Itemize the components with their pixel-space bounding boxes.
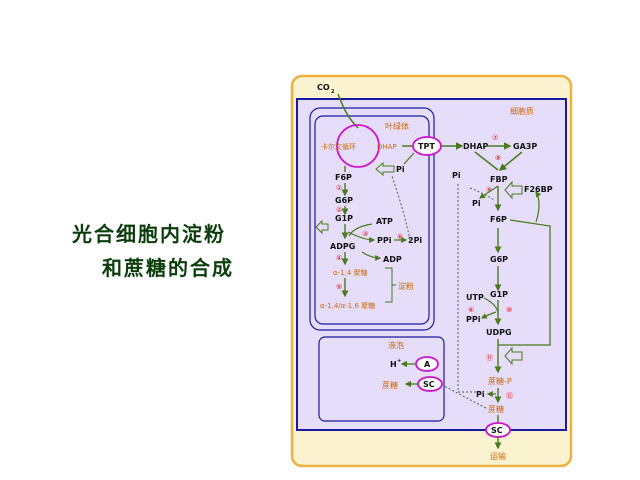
pi-dotted-mid bbox=[469, 187, 495, 201]
co2-label: CO bbox=[317, 83, 330, 92]
step-6-cytosol: ⑥ bbox=[468, 306, 474, 314]
vacuole bbox=[318, 336, 445, 422]
sucrose-to-vacuole-dotted bbox=[443, 385, 487, 409]
step-4: ④ bbox=[336, 254, 342, 262]
fbp-to-pi bbox=[479, 185, 499, 199]
step-6-chloroplast: ⑥ bbox=[397, 233, 403, 241]
calvin-cycle-circle bbox=[336, 124, 380, 168]
chloroplast-outer bbox=[309, 107, 435, 331]
step-11: ⑪ bbox=[486, 354, 493, 362]
f6p-bypass-line bbox=[498, 219, 551, 346]
pi-chloroplast-label: Pi bbox=[396, 165, 405, 174]
ga3p-label: GA3P bbox=[513, 142, 537, 151]
step-5: ⑤ bbox=[336, 283, 342, 291]
adpg-label: ADPG bbox=[330, 242, 355, 251]
ga3p-to-fbp bbox=[498, 151, 523, 171]
dhap-to-fbp bbox=[474, 151, 499, 171]
chloroplast-label: 叶绿体 bbox=[385, 121, 409, 131]
title-line-2: 和蔗糖的合成 bbox=[102, 256, 234, 280]
ppi-chloroplast-label: PPi bbox=[377, 236, 392, 245]
g1p-chloroplast-label: G1P bbox=[335, 214, 353, 223]
starch-label: 淀粉 bbox=[398, 281, 414, 291]
co2-subscript: 2 bbox=[331, 89, 335, 95]
step-2: ② bbox=[336, 206, 342, 214]
step-1: ① bbox=[336, 184, 342, 192]
g1p-cytosol-label: G1P bbox=[490, 290, 508, 299]
step-8: ⑧ bbox=[495, 154, 501, 162]
calvin-cycle-label: 卡尔文循环 bbox=[321, 142, 356, 151]
transport-label: 运输 bbox=[490, 451, 506, 461]
sc-bottom-label: SC bbox=[491, 426, 503, 435]
h-plus-label: H bbox=[390, 360, 397, 369]
ppi-cytosol-label: PPi bbox=[466, 315, 481, 324]
utp-label: UTP bbox=[466, 293, 484, 302]
step-12: ⑫ bbox=[506, 392, 513, 400]
g6p-cytosol-label: G6P bbox=[490, 255, 508, 264]
tpt-label: TPT bbox=[418, 142, 435, 151]
sucrose-hollow-arrow bbox=[504, 346, 523, 366]
g6p-chloroplast-label: G6P bbox=[335, 196, 353, 205]
f6p-cytosol-label: F6P bbox=[490, 215, 507, 224]
pi-dotted-cytosol bbox=[457, 184, 480, 393]
f6p-chloroplast-label: F6P bbox=[335, 173, 352, 182]
f6p-to-f26bp bbox=[535, 191, 542, 223]
dhap-chloroplast-label: DHAP bbox=[377, 143, 397, 151]
step-3: ③ bbox=[362, 230, 368, 238]
sucrose-label: 蔗糖 bbox=[488, 404, 504, 414]
ppi-release-arrow bbox=[347, 231, 376, 243]
poly14-label: α-1,4 聚糖 bbox=[333, 268, 368, 277]
f26bp-label: F26BP bbox=[524, 185, 553, 194]
h-plus-superscript: + bbox=[397, 358, 401, 364]
twopi-label: 2Pi bbox=[408, 236, 422, 245]
sucrose-vacuole-label: 蔗糖 bbox=[382, 380, 398, 390]
vacuole-label: 液泡 bbox=[388, 340, 404, 350]
udpg-label: UDPG bbox=[486, 328, 512, 337]
pi-tpt-link bbox=[403, 152, 415, 165]
atp-arrow bbox=[348, 223, 373, 237]
g1p-hollow-arrow bbox=[315, 219, 329, 235]
atp-label: ATP bbox=[376, 217, 393, 226]
pi-mid-label: Pi bbox=[472, 199, 481, 208]
pi-dotted-chloroplast bbox=[391, 175, 411, 241]
adp-arrow bbox=[361, 251, 382, 261]
pi-hollow-arrow bbox=[375, 161, 395, 177]
sc-vacuole-label: SC bbox=[423, 380, 435, 389]
step-9: ⑨ bbox=[486, 186, 492, 194]
chloroplast-inner bbox=[314, 115, 430, 325]
a-transporter bbox=[415, 356, 439, 372]
f26bp-hollow-arrow bbox=[504, 180, 523, 200]
pi-left-label: Pi bbox=[452, 171, 461, 180]
adp-label: ADP bbox=[383, 255, 402, 264]
starch-bracket bbox=[385, 267, 396, 303]
a-label: A bbox=[424, 360, 431, 369]
poly146-label: α-1,4/α-1,6 聚糖 bbox=[320, 301, 375, 310]
step-10: ⑩ bbox=[506, 306, 512, 314]
title-line-1: 光合细胞内淀粉 bbox=[72, 222, 226, 246]
fbp-label: FBP bbox=[490, 175, 508, 184]
ppi-cytosol-arrow bbox=[480, 311, 497, 319]
cytosol-label: 细胞质 bbox=[510, 106, 534, 116]
pi-bottom-label: Pi bbox=[476, 390, 485, 399]
sucrose-p-label: 蔗糖-P bbox=[488, 376, 512, 386]
step-7-top: ⑦ bbox=[492, 134, 498, 142]
dhap-label: DHAP bbox=[463, 142, 489, 151]
